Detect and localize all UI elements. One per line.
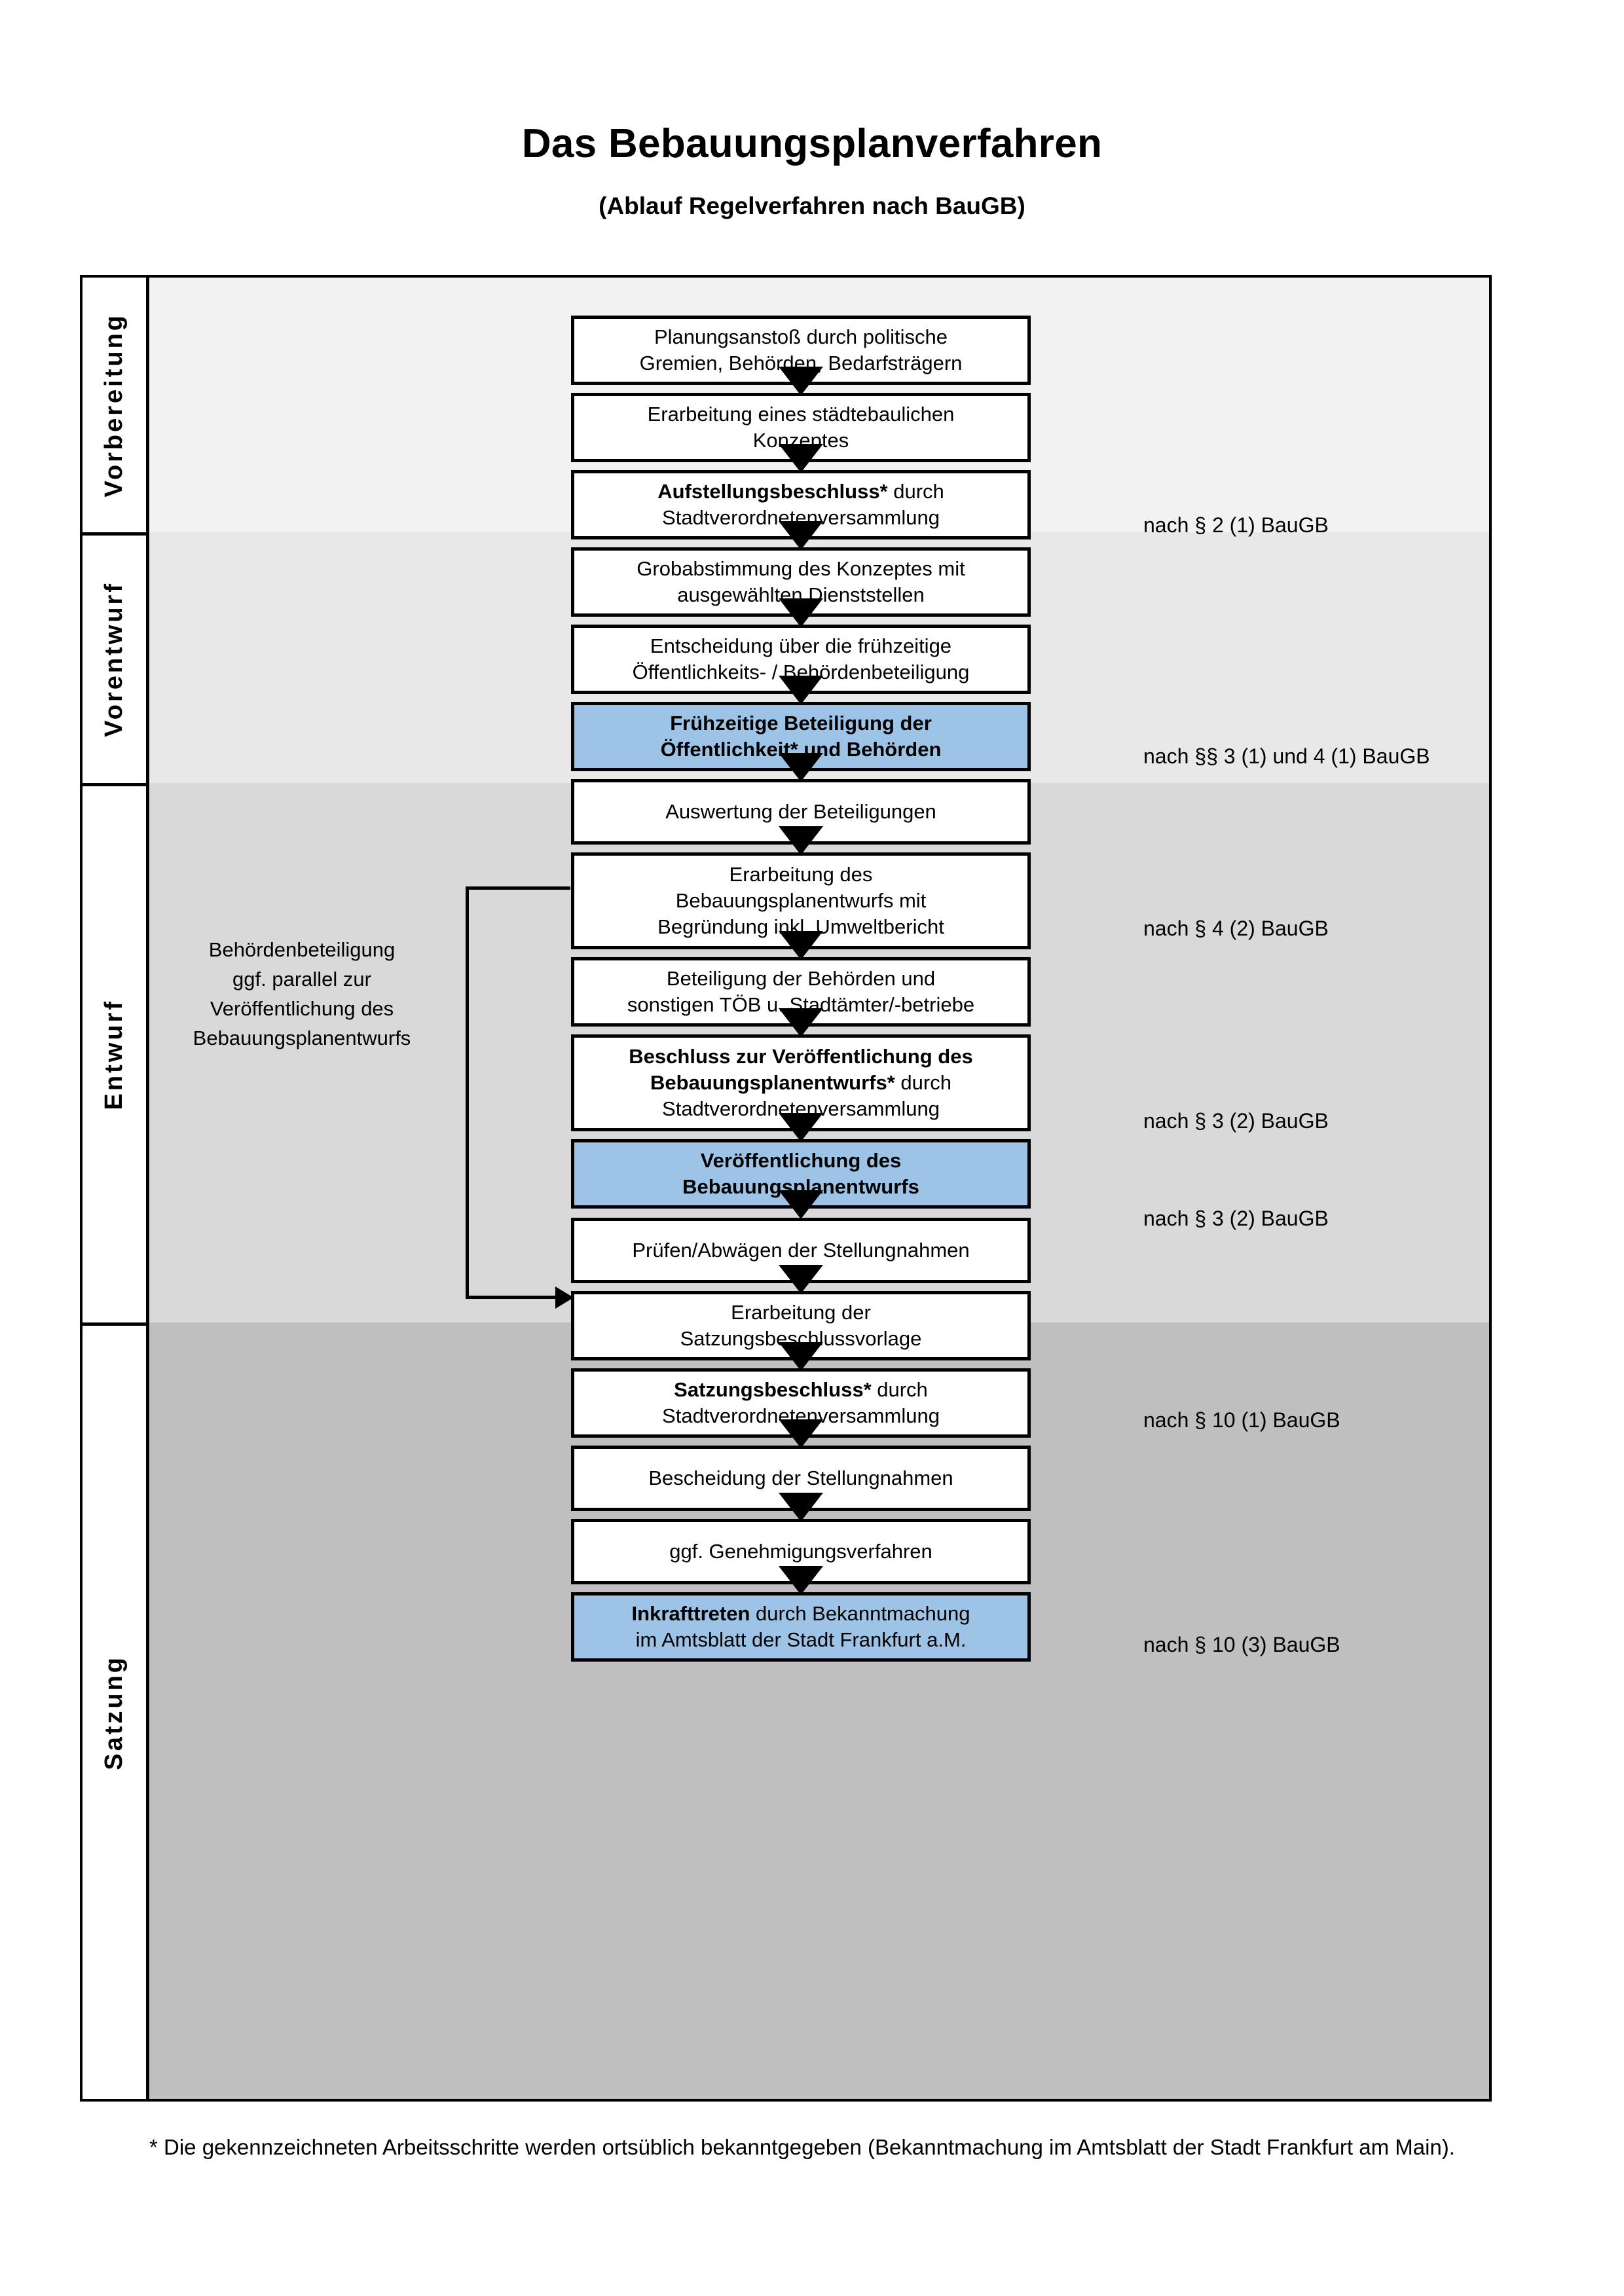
arrow-down-icon [779,1265,823,1294]
arrow-down-icon [779,598,823,627]
phase-label-col-vorentwurf: Vorentwurf [83,532,149,783]
flow-step-line: Erarbeitung der [731,1301,871,1324]
flow-step-line: Bebauungsplanentwurfs* durch [629,1070,972,1096]
phase-label-col-entwurf: Entwurf [83,783,149,1322]
page-subtitle: (Ablauf Regelverfahren nach BauGB) [599,192,1025,220]
arrow-down-icon [779,1493,823,1522]
flow-step-normal-text: durch Bekanntmachung [750,1602,970,1626]
flow-step-line: Beteiligung der Behörden und [666,967,936,991]
legal-note-par10-1: nach § 10 (1) BauGB [1143,1408,1340,1432]
title-block: Das Bebauungsplanverfahren (Ablauf Regel… [0,121,1624,220]
flow-step-line: Inkrafttreten durch Bekanntmachung [632,1601,970,1627]
side-annotation-behoerdenbeteiligung: Behördenbeteiligung ggf. parallel zur Ve… [158,936,446,1053]
flow-step-line: Erarbeitung des [729,863,873,886]
flow-step-inkrafttreten[interactable]: Inkrafttreten durch Bekanntmachung im Am… [571,1592,1031,1662]
flow-step-veroeffentlichung-bplan-entwurf[interactable]: Veröffentlichung des Bebauungsplanentwur… [571,1139,1031,1209]
flow-step-line: Planungsanstoß durch politische [654,325,948,349]
page-title: Das Bebauungsplanverfahren [521,121,1103,166]
arrow-down-icon [779,676,823,704]
arrow-down-icon [779,931,823,960]
flow-step-line: Satzungsbeschluss* durch [662,1377,940,1403]
arrow-down-icon [779,1190,823,1219]
side-annotation-line-3: Veröffentlichung des [210,996,394,1020]
flow-step-line: Grobabstimmung des Konzeptes mit [637,557,965,581]
arrow-down-icon [779,521,823,550]
phase-label-col-vorbereitung: Vorbereitung [83,278,149,532]
legal-note-par4-2: nach § 4 (2) BauGB [1143,917,1329,940]
arrow-down-icon [779,1113,823,1142]
flow-step-normal-text: durch [887,480,944,503]
loop-arrowhead-icon [555,1286,574,1309]
flow-step-line: Prüfen/Abwägen der Stellungnahmen [632,1239,970,1262]
side-annotation-line-2: ggf. parallel zur [232,967,371,991]
loop-bottom-segment [466,1296,557,1299]
flow-step-line: Veröffentlichung des [700,1149,902,1173]
arrow-down-icon [779,444,823,473]
legal-note-par2-1: nach § 2 (1) BauGB [1143,513,1329,537]
legal-note-par3-2-a: nach § 3 (2) BauGB [1143,1109,1329,1133]
flow-step-satzungsbeschluss[interactable]: Satzungsbeschluss* durch Stadtverordnete… [571,1368,1031,1438]
flow-step-line: Beschluss zur Veröffentlichung des [629,1045,973,1068]
flow-step-normal-text: durch [871,1378,928,1402]
arrow-down-icon [779,753,823,782]
flow-step-line: Bescheidung der Stellungnahmen [648,1467,953,1490]
flow-step-bold-text: Bebauungsplanentwurfs* [650,1071,895,1095]
legal-note-par10-3: nach § 10 (3) BauGB [1143,1633,1340,1656]
flow-step-bold-text: Inkrafttreten [631,1602,750,1626]
flow-step-line: Erarbeitung eines städtebaulichen [647,403,955,426]
side-annotation-line-4: Bebauungsplanentwurfs [193,1026,411,1049]
arrow-down-icon [779,1342,823,1371]
parallel-loop-connector [83,278,1489,2099]
flow-step-pruefen-abwaegen[interactable]: Prüfen/Abwägen der Stellungnahmen [571,1218,1031,1283]
arrow-down-icon [779,1566,823,1595]
flow-step-line: im Amtsblatt der Stadt Frankfurt a.M. [635,1628,967,1651]
flow-step-line: Auswertung der Beteiligungen [665,800,936,824]
legal-note-par3-1-4-1: nach §§ 3 (1) und 4 (1) BauGB [1143,744,1430,768]
flow-step-aufstellungsbeschluss[interactable]: Aufstellungsbeschluss* durch Stadtverord… [571,470,1031,539]
side-annotation-line-1: Behördenbeteiligung [208,938,396,961]
phase-label-col-satzung: Satzung [83,1322,149,2099]
flow-step-line: Frühzeitige Beteiligung der [670,712,932,735]
flow-step-erarbeitung-konzept[interactable]: Erarbeitung eines städtebaulichen Konzep… [571,393,1031,462]
loop-vertical-segment [466,886,469,1299]
flow-step-line: Entscheidung über die frühzeitige [650,634,952,658]
flow-step-normal-text: durch [895,1071,951,1095]
flow-step-line: Aufstellungsbeschluss* durch [657,479,944,505]
flow-step-beschluss-veroeffentlichung[interactable]: Beschluss zur Veröffentlichung des Bebau… [571,1034,1031,1131]
flow-step-bold-text: Aufstellungsbeschluss* [657,480,888,503]
arrow-down-icon [779,826,823,855]
loop-top-segment [466,886,570,890]
arrow-down-icon [779,367,823,395]
flow-step-bold-text: Satzungsbeschluss* [674,1378,872,1402]
arrow-down-icon [779,1419,823,1448]
legal-note-par3-2-b: nach § 3 (2) BauGB [1143,1207,1329,1230]
flow-step-line: ggf. Genehmigungsverfahren [669,1540,932,1563]
flowchart-frame: Vorbereitung Vorentwurf Entwurf Satzung … [80,275,1492,2102]
footnote: * Die gekennzeichneten Arbeitsschritte w… [149,2135,1455,2159]
arrow-down-icon [779,1008,823,1037]
flow-step-line: Bebauungsplanentwurfs mit [675,889,927,913]
